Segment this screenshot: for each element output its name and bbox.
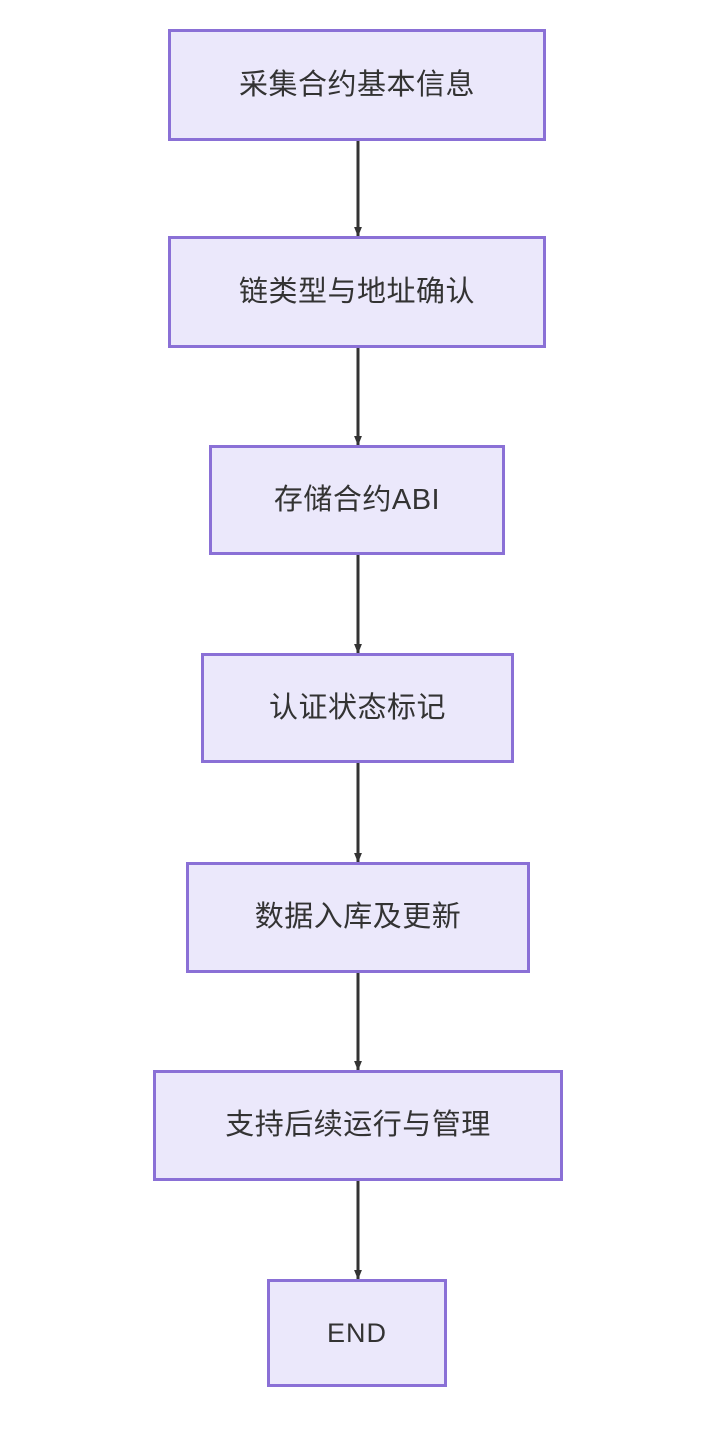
flowchart-node-n6[interactable]: 支持后续运行与管理 <box>153 1070 563 1181</box>
flowchart-node-label: END <box>326 1317 387 1348</box>
flowchart-node-label: 支持后续运行与管理 <box>225 1109 491 1142</box>
flowchart-node-n4[interactable]: 认证状态标记 <box>201 653 514 763</box>
flowchart-node-label: 存储合约ABI <box>273 483 441 516</box>
flowchart-node-label: 采集合约基本信息 <box>238 68 475 101</box>
flowchart-node-n7[interactable]: END <box>267 1279 447 1387</box>
flowchart-node-n2[interactable]: 链类型与地址确认 <box>168 236 546 348</box>
flowchart-node-n5[interactable]: 数据入库及更新 <box>186 862 530 973</box>
flowchart-node-n1[interactable]: 采集合约基本信息 <box>168 29 546 141</box>
flowchart-node-label: 数据入库及更新 <box>254 901 462 934</box>
flowchart-node-n3[interactable]: 存储合约ABI <box>209 445 505 555</box>
flowchart-node-label: 链类型与地址确认 <box>238 275 475 308</box>
flowchart-node-label: 认证状态标记 <box>268 691 446 724</box>
